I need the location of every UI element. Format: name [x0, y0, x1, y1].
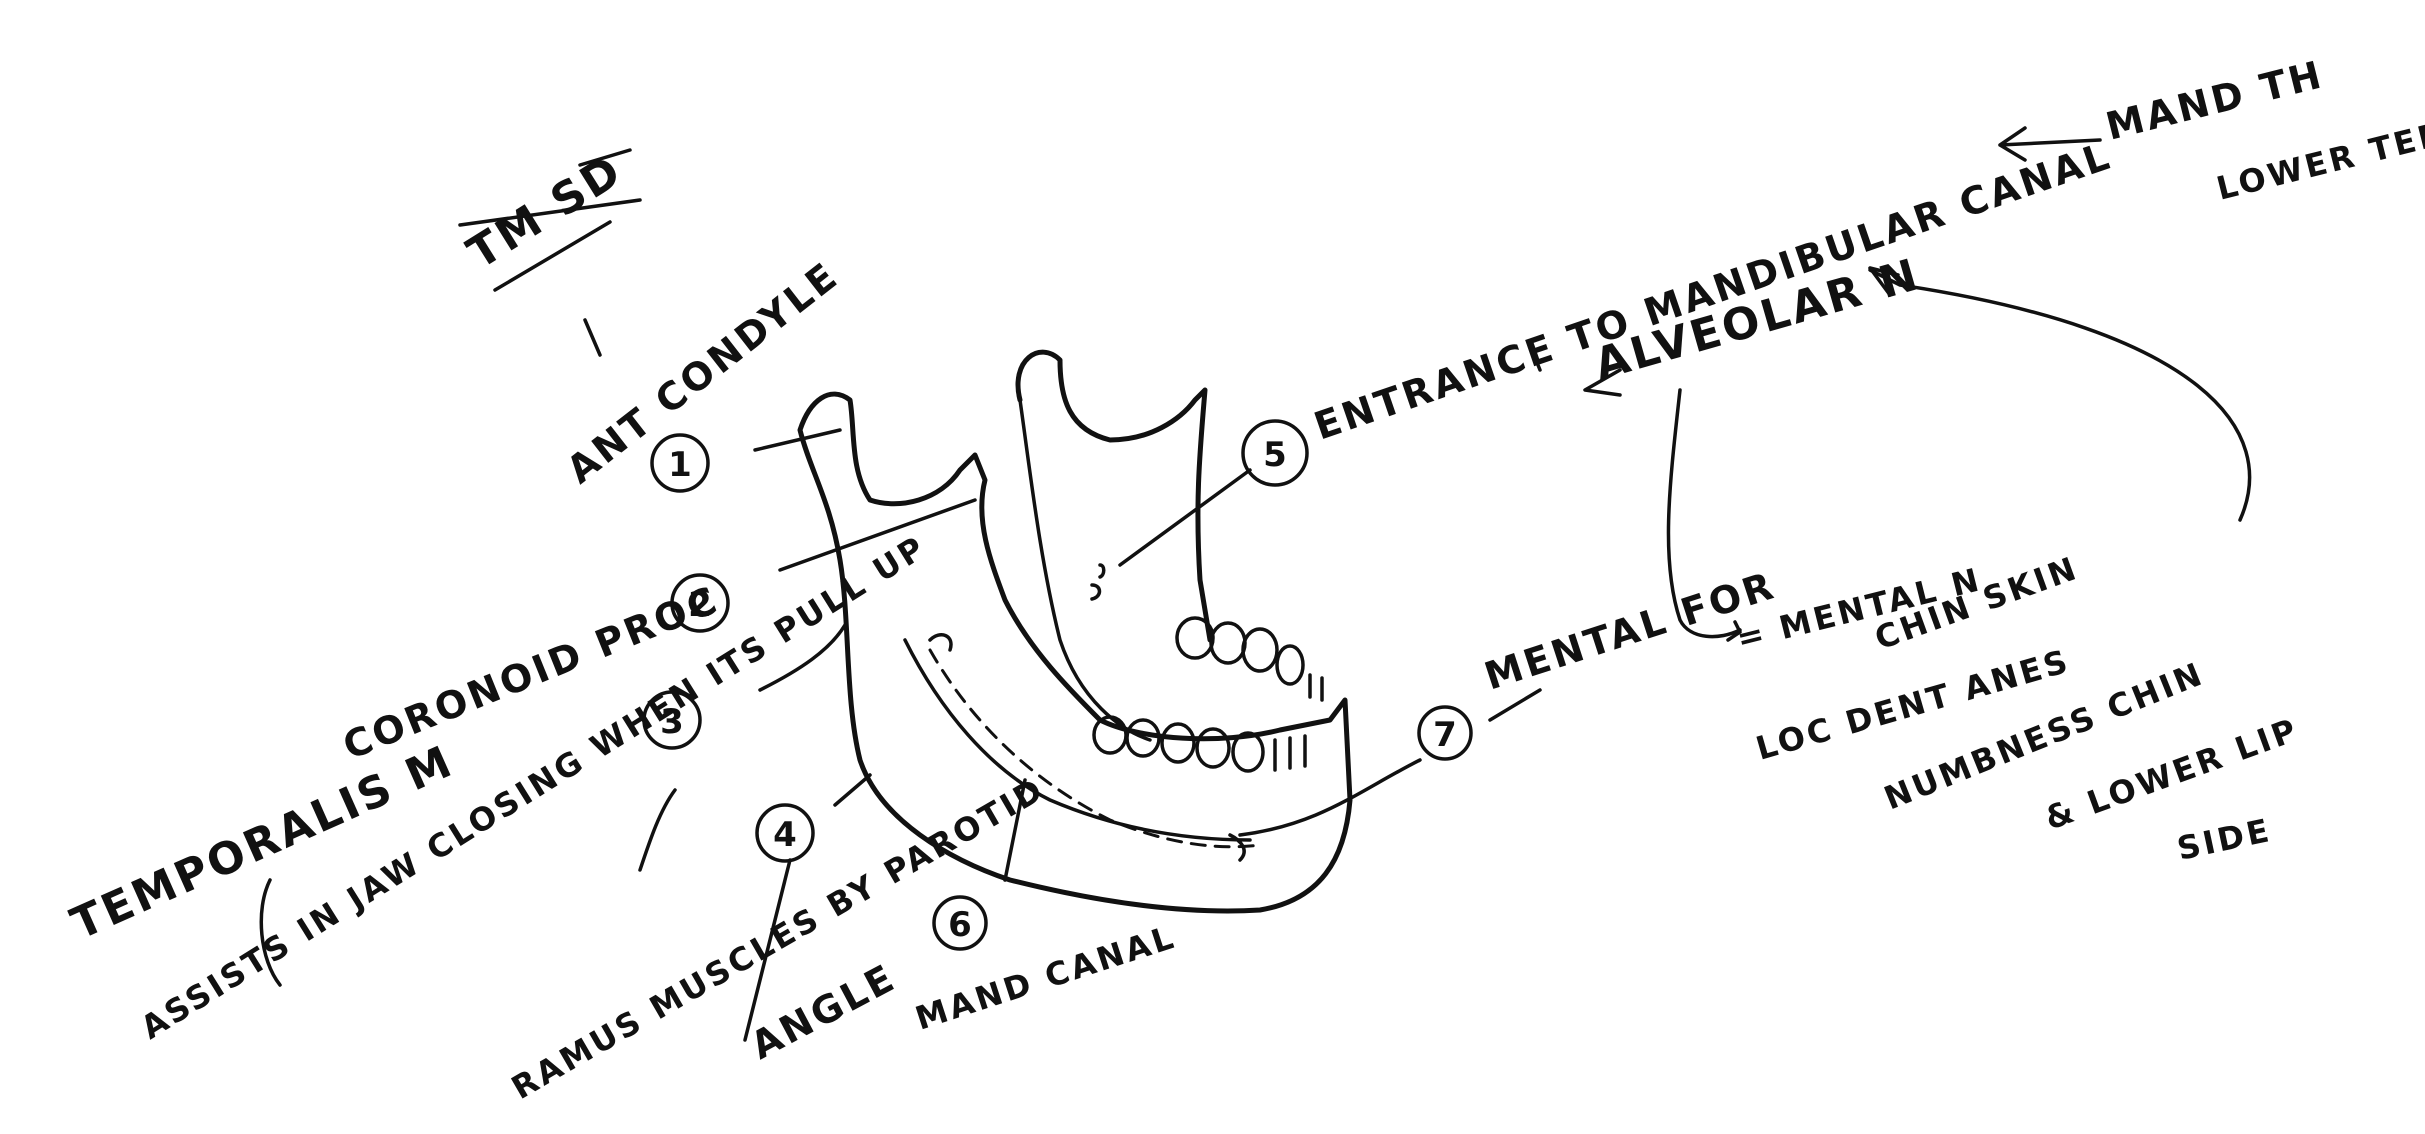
- label-assists: ASSISTS IN JAW CLOSING WHEN ITS PULL UP: [134, 528, 933, 1047]
- marker-5: 5: [1243, 421, 1307, 485]
- marker-7: 7: [1419, 707, 1471, 759]
- svg-text:1: 1: [668, 445, 692, 485]
- label-lower-teeth: LOWER TEETH: [2213, 102, 2425, 208]
- svg-text:7: 7: [1433, 715, 1457, 755]
- marker-6: 6: [934, 897, 986, 949]
- svg-text:4: 4: [773, 815, 797, 855]
- label-angle: ANGLE: [744, 955, 904, 1068]
- marker-4: 4: [757, 805, 813, 861]
- label-mand-th: MAND TH: [2102, 52, 2329, 149]
- svg-text:6: 6: [948, 905, 972, 945]
- svg-text:5: 5: [1263, 435, 1287, 475]
- marker-1: 1: [652, 435, 708, 491]
- label-entrance: ENTRANCE TO MANDIBULAR CANAL: [1309, 133, 2118, 448]
- label-side: SIDE: [2174, 811, 2275, 868]
- label-condyle: ANT CONDYLE: [558, 253, 847, 492]
